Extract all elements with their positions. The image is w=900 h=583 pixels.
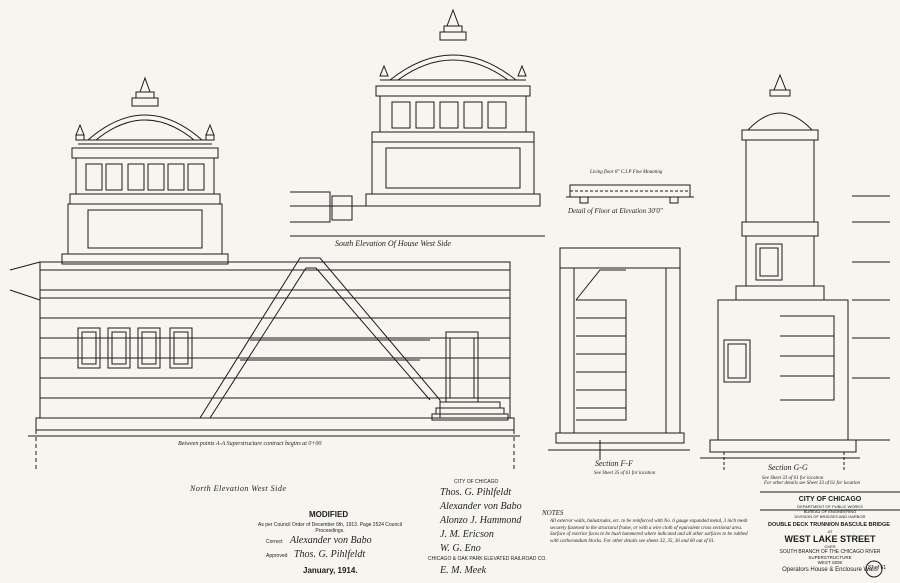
signature-3: Thos. G. Pihlfeldt — [440, 487, 512, 498]
signoff-city: CITY OF CHICAGO — [454, 479, 499, 485]
title-dept-2: BUREAU OF ENGINEERING — [803, 509, 857, 514]
signoff-railroad: CHICAGO & OAK PARK ELEVATED RAILROAD CO. — [428, 556, 547, 562]
signature-4: Alexander von Babo — [440, 501, 522, 512]
title-over: OVER — [824, 544, 836, 549]
title-dept-3: DIVISION OF BRIDGES AND HARBOR — [794, 514, 866, 519]
approved-label: Approved — [266, 553, 288, 559]
title-for-details: For other details see Sheet 33 of 61 for… — [764, 481, 860, 486]
signature-7: W. G. Eno — [440, 543, 481, 554]
modified-stamp: MODIFIED — [309, 510, 349, 519]
title-river: SOUTH BRANCH OF THE CHICAGO RIVER — [779, 549, 881, 555]
corrected-label: Correct — [266, 539, 283, 545]
floor-detail-title: Detail of Floor at Elevation 30'0" — [568, 207, 663, 215]
council-order: As per Council Order of December 6th, 19… — [258, 522, 402, 535]
south-elevation-drawing — [290, 8, 545, 237]
title-side: WEST SIDE — [817, 560, 843, 565]
section-ff-drawing — [548, 247, 690, 460]
signature-6: J. M. Ericson — [440, 529, 494, 540]
notes-heading: NOTES — [542, 509, 564, 517]
title-city: CITY OF CHICAGO — [798, 496, 862, 503]
floor-detail-drawing — [566, 184, 694, 204]
title-street: WEST LAKE STREET — [784, 534, 876, 544]
section-gg-ref: See Sheet 33 of 61 for location — [762, 476, 824, 481]
section-ff-ref: See Sheet 35 of 61 for location — [594, 471, 656, 476]
signature-2: Thos. G. Pihlfeldt — [294, 549, 366, 560]
title-dept-1: DEPARTMENT OF PUBLIC WORKS — [797, 504, 863, 509]
signature-5: Alonzo J. Hammond — [440, 515, 522, 526]
section-gg-drawing — [700, 73, 890, 470]
approval-date: January, 1914. — [303, 566, 358, 575]
title-part: SUPERSTRUCTURE — [808, 555, 852, 560]
floor-note: Living floor 8" C.I.P Fine Mounting — [590, 170, 663, 175]
sheet-number: 37 of 61 — [868, 565, 887, 571]
north-elevation-title: North Elevation West Side — [190, 484, 287, 493]
signature-1: Alexander von Babo — [290, 535, 372, 546]
section-gg-title: Section G-G — [768, 463, 808, 472]
title-at: AT — [827, 529, 833, 534]
title-subject: Operators House & Enclosure Walls — [782, 567, 878, 573]
south-elevation-title: South Elevation Of House West Side — [335, 239, 451, 248]
notes-body: All exterior walls, balustrades, etc. to… — [550, 519, 748, 544]
section-ff-title: Section F-F — [595, 459, 633, 468]
title-bridge-type: DOUBLE DECK TRUNNION BASCULE BRIDGE — [768, 522, 890, 528]
north-elevation-drawing — [9, 76, 520, 470]
signature-8: E. M. Meek — [440, 565, 487, 576]
superstructure-note: Between points A-A Superstructure contra… — [178, 441, 322, 447]
